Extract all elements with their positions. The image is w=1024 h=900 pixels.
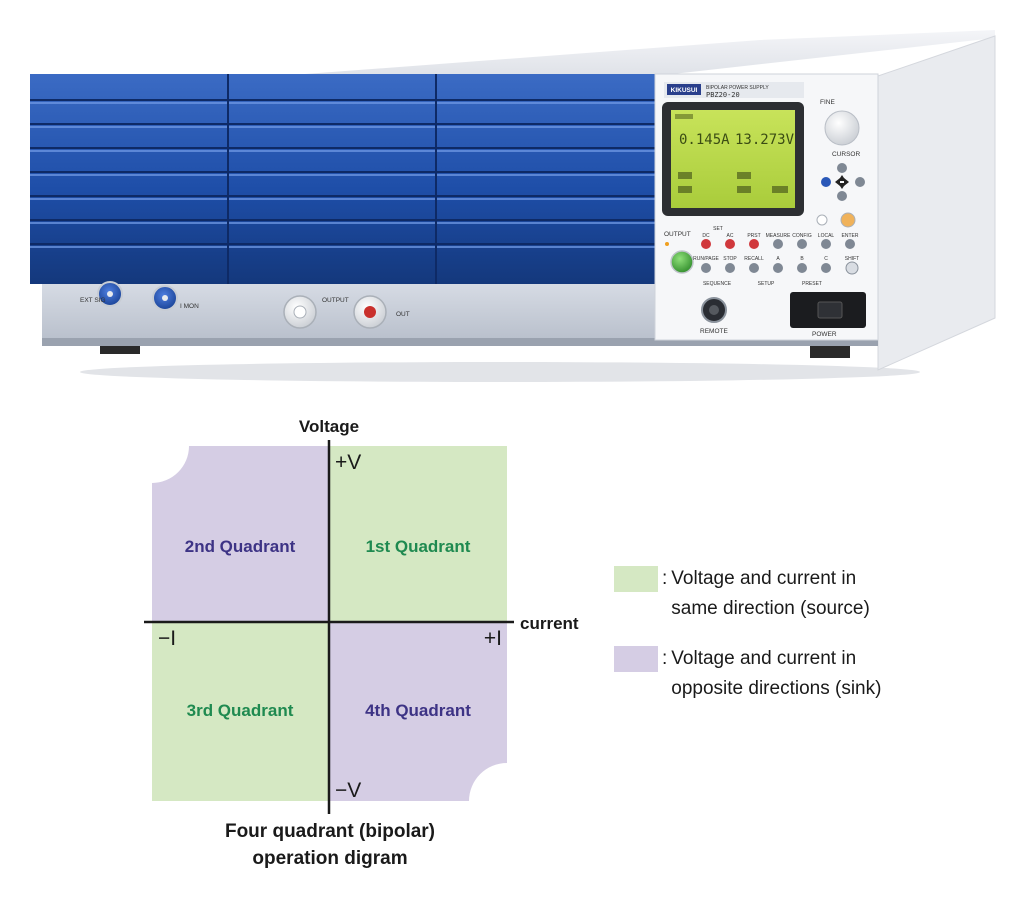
local-label: LOCAL <box>818 233 835 239</box>
output-terminal-label: OUTPUT <box>322 297 349 304</box>
foot-right <box>810 346 850 358</box>
config-label: CONFIG <box>792 233 812 239</box>
aux-button[interactable] <box>816 214 828 226</box>
remote-label: REMOTE <box>700 328 728 335</box>
legend-item-source: : Voltage and current in same direction … <box>614 564 870 624</box>
output-led <box>665 242 669 246</box>
shift-button[interactable] <box>845 261 859 275</box>
quadrant-1-region <box>329 446 507 622</box>
prst-label: PRST <box>747 233 760 239</box>
legend-swatch-sink <box>614 646 658 672</box>
measure-button[interactable] <box>773 239 783 249</box>
legend-swatch-source <box>614 566 658 592</box>
legend-sink-line-2: opposite directions (sink) <box>671 678 882 699</box>
front-louver-panel <box>30 74 655 284</box>
sequence-group-label: SEQUENCE <box>703 281 732 287</box>
preset-a-label: A <box>776 256 780 262</box>
output-label: OUTPUT <box>664 231 691 238</box>
power-supply-illustration: KIKUSUI BIPOLAR POWER SUPPLY PBZ20-20 0.… <box>0 0 1024 390</box>
ac-button[interactable] <box>725 239 735 249</box>
out-terminal-label: OUT <box>396 311 410 318</box>
louver-lines <box>30 99 655 245</box>
quadrant-diagram-svg: Voltage current +V −V −I +I 2nd Quadrant… <box>144 417 579 814</box>
plus-v-label: +V <box>335 451 361 474</box>
louver-dividers <box>227 74 437 284</box>
output-button[interactable] <box>670 250 694 274</box>
plus-i-label: +I <box>484 627 502 650</box>
floor-shadow <box>80 362 920 382</box>
lcd-current-readout: 0.145A <box>679 132 730 148</box>
right-side-panel <box>877 35 996 371</box>
product-type-label: BIPOLAR POWER SUPPLY <box>706 85 769 91</box>
preset-group-label: PRESET <box>802 281 822 287</box>
quadrant-3-region <box>152 622 329 801</box>
dc-label: DC <box>702 233 710 239</box>
setup-group-label: SETUP <box>758 281 775 287</box>
shift-label: SHIFT <box>845 256 859 262</box>
run-page-label: RUN/PAGE <box>693 256 719 262</box>
preset-a-button[interactable] <box>773 263 783 273</box>
stop-button[interactable] <box>725 263 735 273</box>
legend-source-line-1: Voltage and current in <box>671 568 857 589</box>
legend-colon-sink: : <box>662 648 668 669</box>
legend-text-sink: Voltage and current in opposite directio… <box>671 644 881 704</box>
dc-button[interactable] <box>701 239 711 249</box>
quadrant-4-label: 4th Quadrant <box>365 701 471 720</box>
preset-b-button[interactable] <box>797 263 807 273</box>
power-label: POWER <box>812 331 837 338</box>
legend-text-source: Voltage and current in same direction (s… <box>671 564 870 624</box>
lcd-screen <box>671 110 795 208</box>
recall-label: RECALL <box>744 256 764 262</box>
minus-v-label: −V <box>335 779 361 802</box>
legend-colon-source: : <box>662 568 668 589</box>
lcd-voltage-readout: 13.273V <box>735 132 795 148</box>
quadrant-2-label: 2nd Quadrant <box>185 537 296 556</box>
preset-b-label: B <box>800 256 804 262</box>
local-button[interactable] <box>821 239 831 249</box>
ext-sig-label: EXT SIG <box>80 297 106 304</box>
quadrant-2-region <box>152 446 329 622</box>
quadrant-1-label: 1st Quadrant <box>366 537 471 556</box>
quadrant-4-region <box>329 622 507 801</box>
louver-highlights <box>30 102 655 248</box>
base-edge <box>42 338 878 346</box>
fine-label: FINE <box>820 99 835 106</box>
enter-label: ENTER <box>842 233 859 239</box>
brand-logo-box <box>667 84 701 95</box>
ac-label: AC <box>727 233 734 239</box>
cursor-pad[interactable] <box>821 163 865 201</box>
i-mon-label: I MON <box>180 303 199 310</box>
run-page-button[interactable] <box>701 263 711 273</box>
config-button[interactable] <box>797 239 807 249</box>
power-supply-drawing: KIKUSUI BIPOLAR POWER SUPPLY PBZ20-20 0.… <box>30 30 996 382</box>
fine-knob[interactable] <box>824 110 860 146</box>
quadrant-diagram: Voltage current +V −V −I +I 2nd Quadrant… <box>0 400 1024 900</box>
caption-line-2: operation digram <box>252 848 408 869</box>
top-cover <box>30 30 995 76</box>
legend-sink-line-1: Voltage and current in <box>671 648 857 669</box>
brand-logo: KIKUSUI <box>671 87 698 94</box>
legend-source-line-2: same direction (source) <box>671 598 870 619</box>
cursor-label: CURSOR <box>832 151 860 158</box>
prst-button[interactable] <box>749 239 759 249</box>
measure-label: MEASURE <box>766 233 791 239</box>
recall-button[interactable] <box>749 263 759 273</box>
diagram-caption: Four quadrant (bipolar) operation digram <box>160 818 500 872</box>
caption-line-1: Four quadrant (bipolar) <box>224 821 436 842</box>
quadrant-3-label: 3rd Quadrant <box>187 701 294 720</box>
power-switch[interactable] <box>817 301 843 319</box>
preset-c-button[interactable] <box>821 263 831 273</box>
model-label: PBZ20-20 <box>706 91 740 99</box>
current-axis-title: current <box>520 614 579 633</box>
set-group-label: SET <box>713 226 723 232</box>
legend-item-sink: : Voltage and current in opposite direct… <box>614 644 881 704</box>
shift-indicator <box>840 212 856 228</box>
foot-left <box>100 346 140 354</box>
stop-label: STOP <box>723 256 737 262</box>
preset-c-label: C <box>824 256 828 262</box>
enter-button[interactable] <box>845 239 855 249</box>
voltage-axis-title: Voltage <box>299 417 359 436</box>
minus-i-label: −I <box>158 627 176 650</box>
